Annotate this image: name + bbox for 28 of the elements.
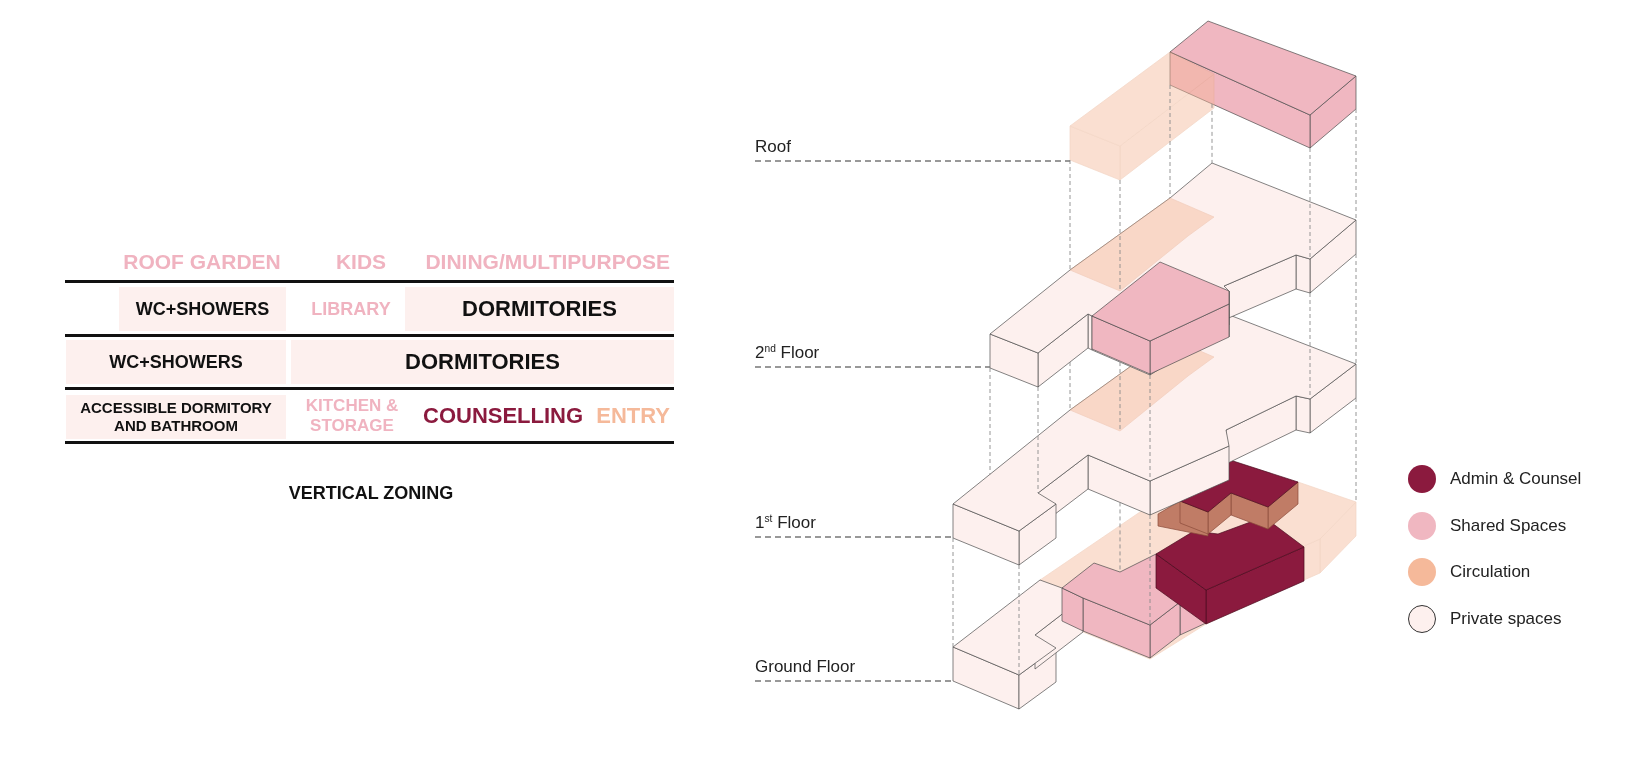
zone-label: ENTRY xyxy=(596,403,670,428)
roof-volume xyxy=(1069,20,1357,292)
floor-label: 1$^{st}$ Floor xyxy=(755,513,816,537)
zone-label: DORMITORIES xyxy=(462,296,617,321)
leader-line xyxy=(754,366,991,368)
zone-label: COUNSELLING xyxy=(423,403,584,428)
legend-label: Admin & Counsel xyxy=(1450,469,1582,489)
zone-label: KITCHEN & STORAGE xyxy=(305,396,399,435)
zone-label: ACCESSIBLE DORMITORY AND BATHROOM xyxy=(80,399,272,434)
floor-label: Roof xyxy=(755,137,791,161)
zone-label: KIDS xyxy=(335,250,387,273)
zone-label: DORMITORIES xyxy=(405,349,560,374)
floor-volume xyxy=(989,162,1357,494)
floor-label: 2$^{nd}$ Floor xyxy=(755,343,820,367)
legend-label: Shared Spaces xyxy=(1450,515,1567,536)
floor-volume xyxy=(952,315,1357,676)
leader-line xyxy=(754,680,954,682)
leader-line xyxy=(754,536,954,538)
zone-label: WC+SHOWERS xyxy=(109,352,243,372)
zone-label: ROOF GARDEN xyxy=(123,250,281,273)
zone-label: LIBRARY xyxy=(311,299,391,319)
diagram-caption: VERTICAL ZONING xyxy=(288,483,454,503)
legend-label: Circulation xyxy=(1450,562,1531,582)
floor-label: Ground Floor xyxy=(755,657,856,681)
zone-label: DINING/MULTIPURPOSE xyxy=(425,250,670,273)
zone-label: WC+SHOWERS xyxy=(135,299,270,319)
leader-line xyxy=(754,160,1071,162)
legend-label: Private spaces xyxy=(1450,608,1562,629)
